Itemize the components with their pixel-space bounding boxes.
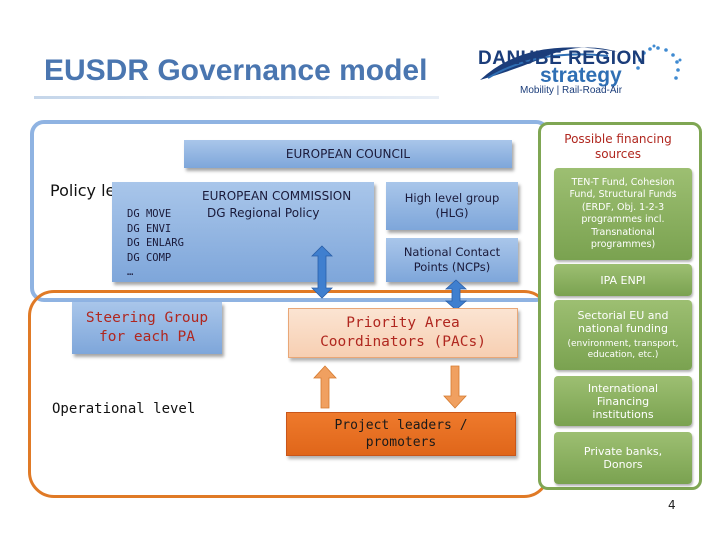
operational-level-label: Operational level	[52, 401, 196, 417]
danube-logo-swoosh-icon	[480, 44, 682, 80]
project-leaders-box: Project leaders / promoters	[286, 412, 516, 456]
financing-item-label: TEN-T Fund, Cohesion Fund, Structural Fu…	[569, 176, 677, 251]
logo-line1: DANUBE REGION	[478, 48, 647, 69]
pac-project-up-arrow-icon	[313, 365, 337, 409]
european-council-box: EUROPEAN COUNCIL	[184, 140, 512, 168]
financing-item-sublabel: (environment, transport, education, etc.…	[567, 339, 679, 360]
ncp-box: National Contact Points (NCPs)	[386, 238, 518, 282]
pac-project-down-arrow-icon	[443, 365, 467, 409]
financing-item: IPA ENPI	[554, 264, 692, 296]
project-leaders-label: Project leaders / promoters	[334, 418, 468, 450]
page-number: 4	[668, 498, 676, 512]
title-underline	[34, 96, 439, 99]
european-council-label: EUROPEAN COUNCIL	[285, 147, 411, 161]
financing-item: Private banks, Donors	[554, 432, 692, 484]
dg-item: DG ENVI	[127, 222, 172, 235]
dg-item: DG MOVE	[127, 208, 172, 220]
financing-header: Possible financing sources	[548, 128, 688, 166]
page-title: EUSDR Governance model	[44, 54, 428, 87]
financing-item: TEN-T Fund, Cohesion Fund, Structural Fu…	[554, 168, 692, 260]
commission-pac-arrow-icon	[311, 245, 333, 299]
dg-panel	[116, 200, 206, 280]
dg-item: DG ENLARG	[127, 237, 184, 249]
financing-item: Sectorial EU and national funding (envir…	[554, 300, 692, 370]
financing-item-label: Private banks, Donors	[583, 445, 663, 471]
financing-item-label: IPA ENPI	[600, 273, 646, 287]
pac-box: Priority Area Coordinators (PACs)	[288, 308, 518, 358]
dg-item: …	[127, 266, 134, 278]
steering-group-box: Steering Group for each PA	[72, 302, 222, 354]
financing-item-label: International Financing institutions	[587, 381, 659, 421]
dg-item: DG COMP	[127, 251, 172, 264]
financing-item: International Financing institutions	[554, 376, 692, 426]
commission-title: EUROPEAN COMMISSION	[202, 189, 352, 203]
logo-tagline: Mobility | Rail-Road-Air	[520, 85, 623, 96]
european-commission-box	[112, 182, 374, 282]
hlg-label: High level group (HLG)	[404, 191, 500, 220]
financing-item-label: Sectorial EU and national funding	[577, 309, 669, 335]
steering-group-label: Steering Group for each PA	[85, 310, 209, 345]
commission-subtitle: DG Regional Policy	[207, 206, 320, 220]
logo-line2: strategy	[540, 64, 622, 87]
dg-list: DG MOVE DG ENVI DG ENLARG DG COMP …	[127, 207, 184, 280]
financing-header-label: Possible financing sources	[564, 132, 672, 161]
pac-label: Priority Area Coordinators (PACs)	[320, 315, 486, 350]
ncp-pac-arrow-icon	[444, 279, 468, 311]
hlg-box: High level group (HLG)	[386, 182, 518, 230]
ncp-label: National Contact Points (NCPs)	[403, 245, 501, 274]
